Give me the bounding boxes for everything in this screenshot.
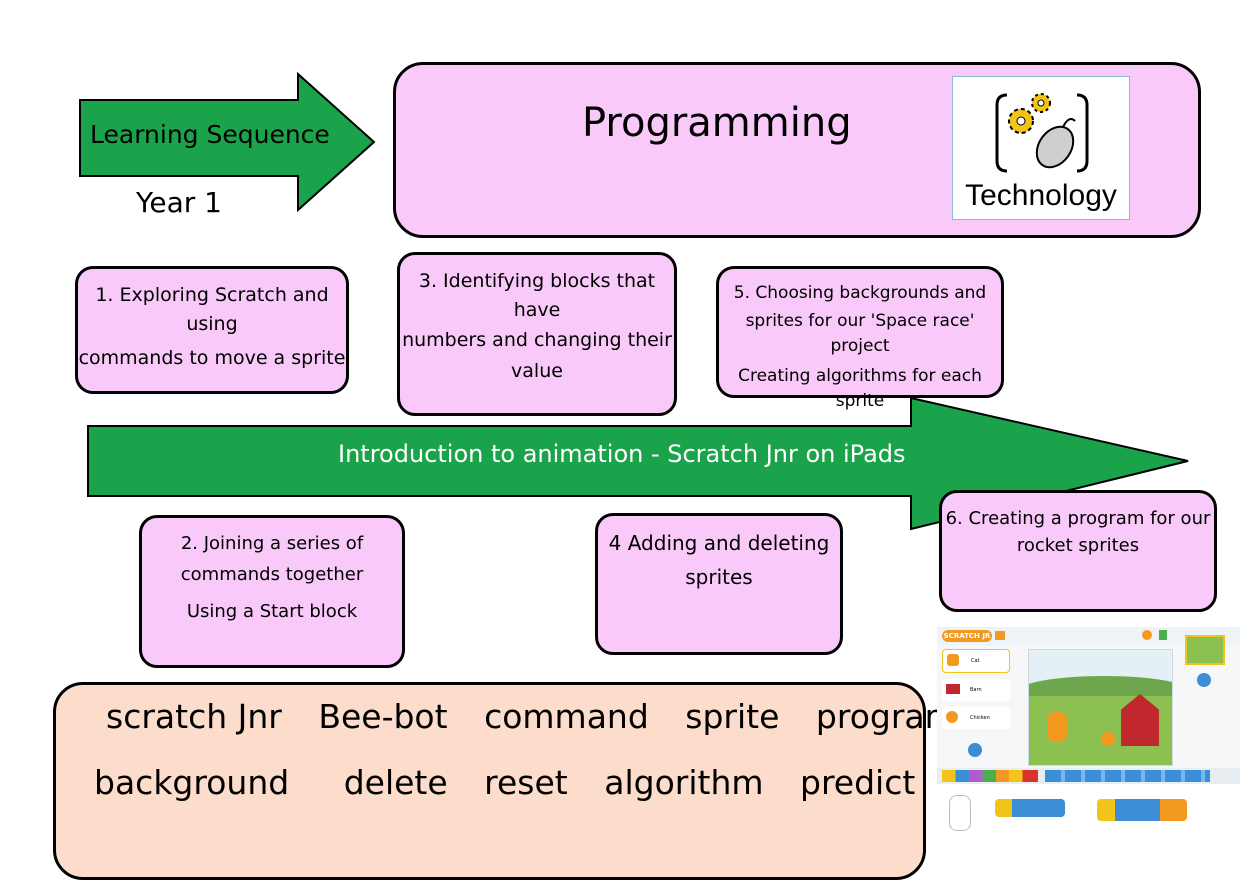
sprite-name: Chicken — [970, 715, 990, 721]
step-5-line-3: Creating algorithms for each sprite — [738, 365, 982, 412]
stage-sky — [1029, 650, 1172, 680]
script-block-1[interactable] — [995, 799, 1065, 817]
timeline-label: Introduction to animation - Scratch Jnr … — [338, 440, 906, 468]
category-buttons[interactable] — [942, 770, 1038, 782]
page-thumbnail[interactable] — [1185, 635, 1225, 665]
step-5-line-2: sprites for our 'Space race' project — [745, 310, 975, 357]
cat-sprite — [1047, 712, 1067, 742]
script-area — [937, 784, 1240, 855]
step-6-line-1: 6. Creating a program for our — [945, 508, 1211, 529]
step-3-line-2: numbers and changing their — [402, 329, 672, 351]
step-2-box: 2. Joining a series of commands together… — [139, 515, 405, 668]
sprite-name: Cat — [971, 658, 980, 664]
vocab-word: reset — [484, 763, 568, 802]
step-5-line-1: 5. Choosing backgrounds and — [733, 283, 987, 303]
step-4-line-1: 4 Adding and deleting — [608, 531, 830, 555]
sprite-item-chicken[interactable]: Chicken — [942, 707, 1010, 729]
cat-outline-icon — [949, 795, 971, 831]
step-3-line-3: value — [511, 359, 563, 382]
step-4-line-2: sprites — [685, 565, 753, 589]
step-3-line-1: 3. Identifying blocks that have — [418, 270, 656, 321]
add-page-button[interactable] — [1197, 673, 1211, 687]
sprite-item-barn[interactable]: Barn — [942, 679, 1010, 701]
sprite-name: Barn — [970, 687, 982, 693]
technology-label: Technology — [965, 179, 1117, 212]
step-1-box: 1. Exploring Scratch and using commands … — [75, 266, 349, 394]
vocab-word: command — [484, 697, 649, 736]
motion-blocks[interactable] — [1045, 770, 1210, 782]
vocabulary-box: scratch Jnr Bee-bot command sprite progr… — [53, 682, 1046, 880]
vocabulary-row-2: background delete reset algorithm predic… — [94, 763, 1072, 802]
stage — [1028, 649, 1173, 766]
step-4-box: 4 Adding and deleting sprites — [595, 513, 843, 655]
vocab-word: sprite — [685, 697, 780, 736]
step-6-box: 6. Creating a program for our rocket spr… — [939, 490, 1217, 612]
learning-sequence-title: Learning Sequence — [90, 120, 330, 149]
script-block-2[interactable] — [1097, 799, 1187, 821]
chicken-sprite — [1101, 732, 1115, 746]
page-title: Programming — [582, 100, 852, 146]
technology-badge: Technology — [952, 76, 1130, 220]
sprite-list: Cat Barn Chicken — [942, 649, 1010, 769]
step-2-line-3: Using a Start block — [186, 601, 358, 622]
vocab-word: scratch Jnr — [106, 697, 282, 736]
home-icon — [995, 631, 1005, 640]
green-flag-icon — [1159, 630, 1167, 640]
add-sprite-button[interactable] — [968, 743, 982, 757]
vocab-word: algorithm — [604, 763, 764, 802]
scratch-jr-screenshot: SCRATCH JR Cat Barn Chicken — [937, 627, 1240, 855]
year-label: Year 1 — [136, 186, 222, 219]
vocab-word: delete — [343, 763, 448, 802]
cat-sprite-icon — [947, 654, 959, 666]
chicken-sprite-icon — [946, 711, 958, 723]
scratch-logo: SCRATCH JR — [942, 630, 992, 642]
vocabulary-row-1: scratch Jnr Bee-bot command sprite progr… — [106, 697, 1066, 736]
step-1-line-1: 1. Exploring Scratch and using — [95, 284, 329, 335]
step-2-line-1: 2. Joining a series of — [180, 533, 364, 554]
learning-sequence-arrow — [79, 72, 376, 213]
step-2-line-2: commands together — [180, 564, 364, 585]
gears-mouse-icon — [995, 93, 1089, 173]
step-6-line-2: rocket sprites — [1016, 535, 1140, 556]
vocab-word: Bee-bot — [318, 697, 448, 736]
step-5-box: 5. Choosing backgrounds and sprites for … — [716, 266, 1004, 411]
vocab-word: background — [94, 763, 290, 802]
step-3-box: 3. Identifying blocks that have numbers … — [397, 252, 677, 416]
vocab-word: predict — [800, 763, 916, 802]
step-1-line-2: commands to move a sprite — [78, 347, 346, 369]
sprite-item-cat[interactable]: Cat — [942, 649, 1010, 673]
reset-icon — [1142, 630, 1152, 640]
barn-sprite-icon — [946, 684, 960, 694]
